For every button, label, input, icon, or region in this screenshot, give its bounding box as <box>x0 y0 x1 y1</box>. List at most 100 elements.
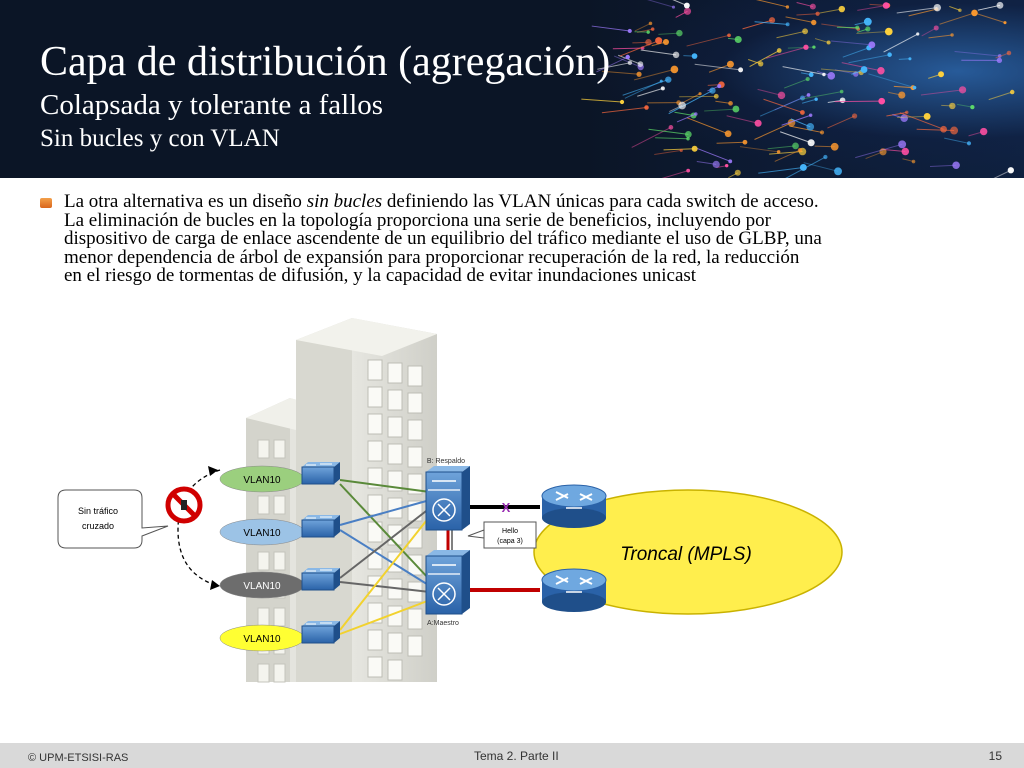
fiber-strand <box>655 137 689 140</box>
fiber-strand <box>596 56 628 73</box>
fiber-strand <box>637 87 663 97</box>
fiber-dot <box>912 85 917 90</box>
fiber-dot <box>805 76 810 82</box>
fiber-strand <box>612 47 643 50</box>
fiber-dot <box>645 39 652 46</box>
fiber-strand <box>634 22 651 32</box>
fiber-strand <box>977 4 1001 11</box>
fiber-strand <box>779 131 812 144</box>
master-label: A:Maestro <box>427 620 459 627</box>
blocked-x-mark: X <box>502 500 511 515</box>
fiber-dot <box>949 102 956 110</box>
fiber-strand <box>767 145 796 150</box>
fiber-strand <box>676 113 696 123</box>
fiber-strand <box>758 166 804 174</box>
fiber-dot <box>777 91 786 100</box>
fiber-strand <box>921 27 937 37</box>
access-switch-icon <box>301 519 335 538</box>
fiber-dot <box>800 95 805 101</box>
fiber-strand <box>754 21 788 25</box>
fiber-strand <box>618 54 641 65</box>
body-line-3: dispositivo de carga de enlace ascendent… <box>64 228 822 249</box>
fiber-strand <box>803 162 839 172</box>
building-window <box>387 632 403 654</box>
fiber-strand <box>988 91 1013 101</box>
bullet-paragraph: La otra alternativa es un diseño sin buc… <box>64 192 969 286</box>
fiber-strand <box>776 30 806 39</box>
fiber-strand <box>976 13 1006 24</box>
building-window <box>273 439 286 459</box>
fiber-dot <box>671 5 676 9</box>
fiber-dot <box>865 26 871 32</box>
fiber-dot <box>923 112 931 120</box>
fiber-dot <box>1006 50 1012 56</box>
fiber-dot <box>691 145 698 152</box>
fiber-dot <box>933 25 939 31</box>
fiber-dot <box>676 29 683 37</box>
fiber-strand <box>648 128 689 135</box>
building-window <box>367 656 383 678</box>
building-window <box>407 392 423 414</box>
fiber-dot <box>868 41 876 49</box>
fiber-strand <box>668 90 713 115</box>
fiber-strand <box>954 51 1000 57</box>
fiber-dot <box>785 22 790 27</box>
fiber-dot <box>971 9 978 17</box>
fiber-strand <box>769 151 803 155</box>
fiber-strand <box>785 156 826 178</box>
fiber-dot <box>916 32 920 36</box>
fiber-dot <box>742 139 748 145</box>
fiber-dot <box>811 19 817 26</box>
fiber-dot <box>683 7 692 15</box>
uplink-green-backup <box>339 479 431 493</box>
fiber-dot <box>950 33 954 37</box>
fiber-strand <box>944 137 970 144</box>
building-window <box>257 551 270 571</box>
fiber-strand <box>796 13 818 16</box>
fiber-dot <box>754 119 762 127</box>
access-switch-icon <box>301 466 335 485</box>
fiber-strand <box>672 0 688 6</box>
fiber-strand <box>897 115 928 119</box>
building-window <box>367 494 383 516</box>
building-window <box>257 663 270 683</box>
access-switch-side <box>334 462 340 484</box>
vlan-label: VLAN10 <box>243 528 281 539</box>
fiber-strand <box>716 141 745 144</box>
building-window <box>387 416 403 438</box>
uplink-gray-master <box>339 581 431 593</box>
fiber-dot <box>683 2 690 9</box>
fiber-strand <box>749 50 780 67</box>
fiber-dot <box>734 35 742 44</box>
fiber-strand <box>819 8 842 14</box>
fiber-strand <box>784 78 808 89</box>
uplink-green-master <box>339 483 431 581</box>
fiber-strand <box>754 122 792 140</box>
hello-text: Hello <box>502 528 518 535</box>
fiber-optic-image <box>581 0 1015 178</box>
fiber-dot <box>619 99 625 105</box>
fiber-strand <box>601 70 640 75</box>
fiber-dot <box>898 91 906 99</box>
fiber-dot <box>997 54 1002 58</box>
fiber-strand <box>834 69 856 75</box>
fiber-dot <box>958 8 962 12</box>
fiber-strand <box>902 158 914 163</box>
fiber-strand <box>613 55 641 68</box>
fiber-dot <box>797 148 803 153</box>
fiber-dot <box>684 131 692 138</box>
fiber-dot <box>800 110 805 115</box>
fiber-dot <box>911 159 916 164</box>
building-window <box>387 362 403 384</box>
fiber-strand <box>899 112 944 130</box>
fiber-dot <box>970 104 975 110</box>
callout-line-2: cruzado <box>82 521 114 531</box>
fiber-strand <box>708 63 731 73</box>
fiber-dot <box>713 93 719 99</box>
fiber-dot <box>834 167 842 176</box>
fiber-dot <box>648 21 653 26</box>
access-switch-icon <box>301 625 335 644</box>
fiber-dot <box>905 110 909 115</box>
fiber-strand <box>993 169 1012 178</box>
uplink-blue-master <box>339 529 431 587</box>
